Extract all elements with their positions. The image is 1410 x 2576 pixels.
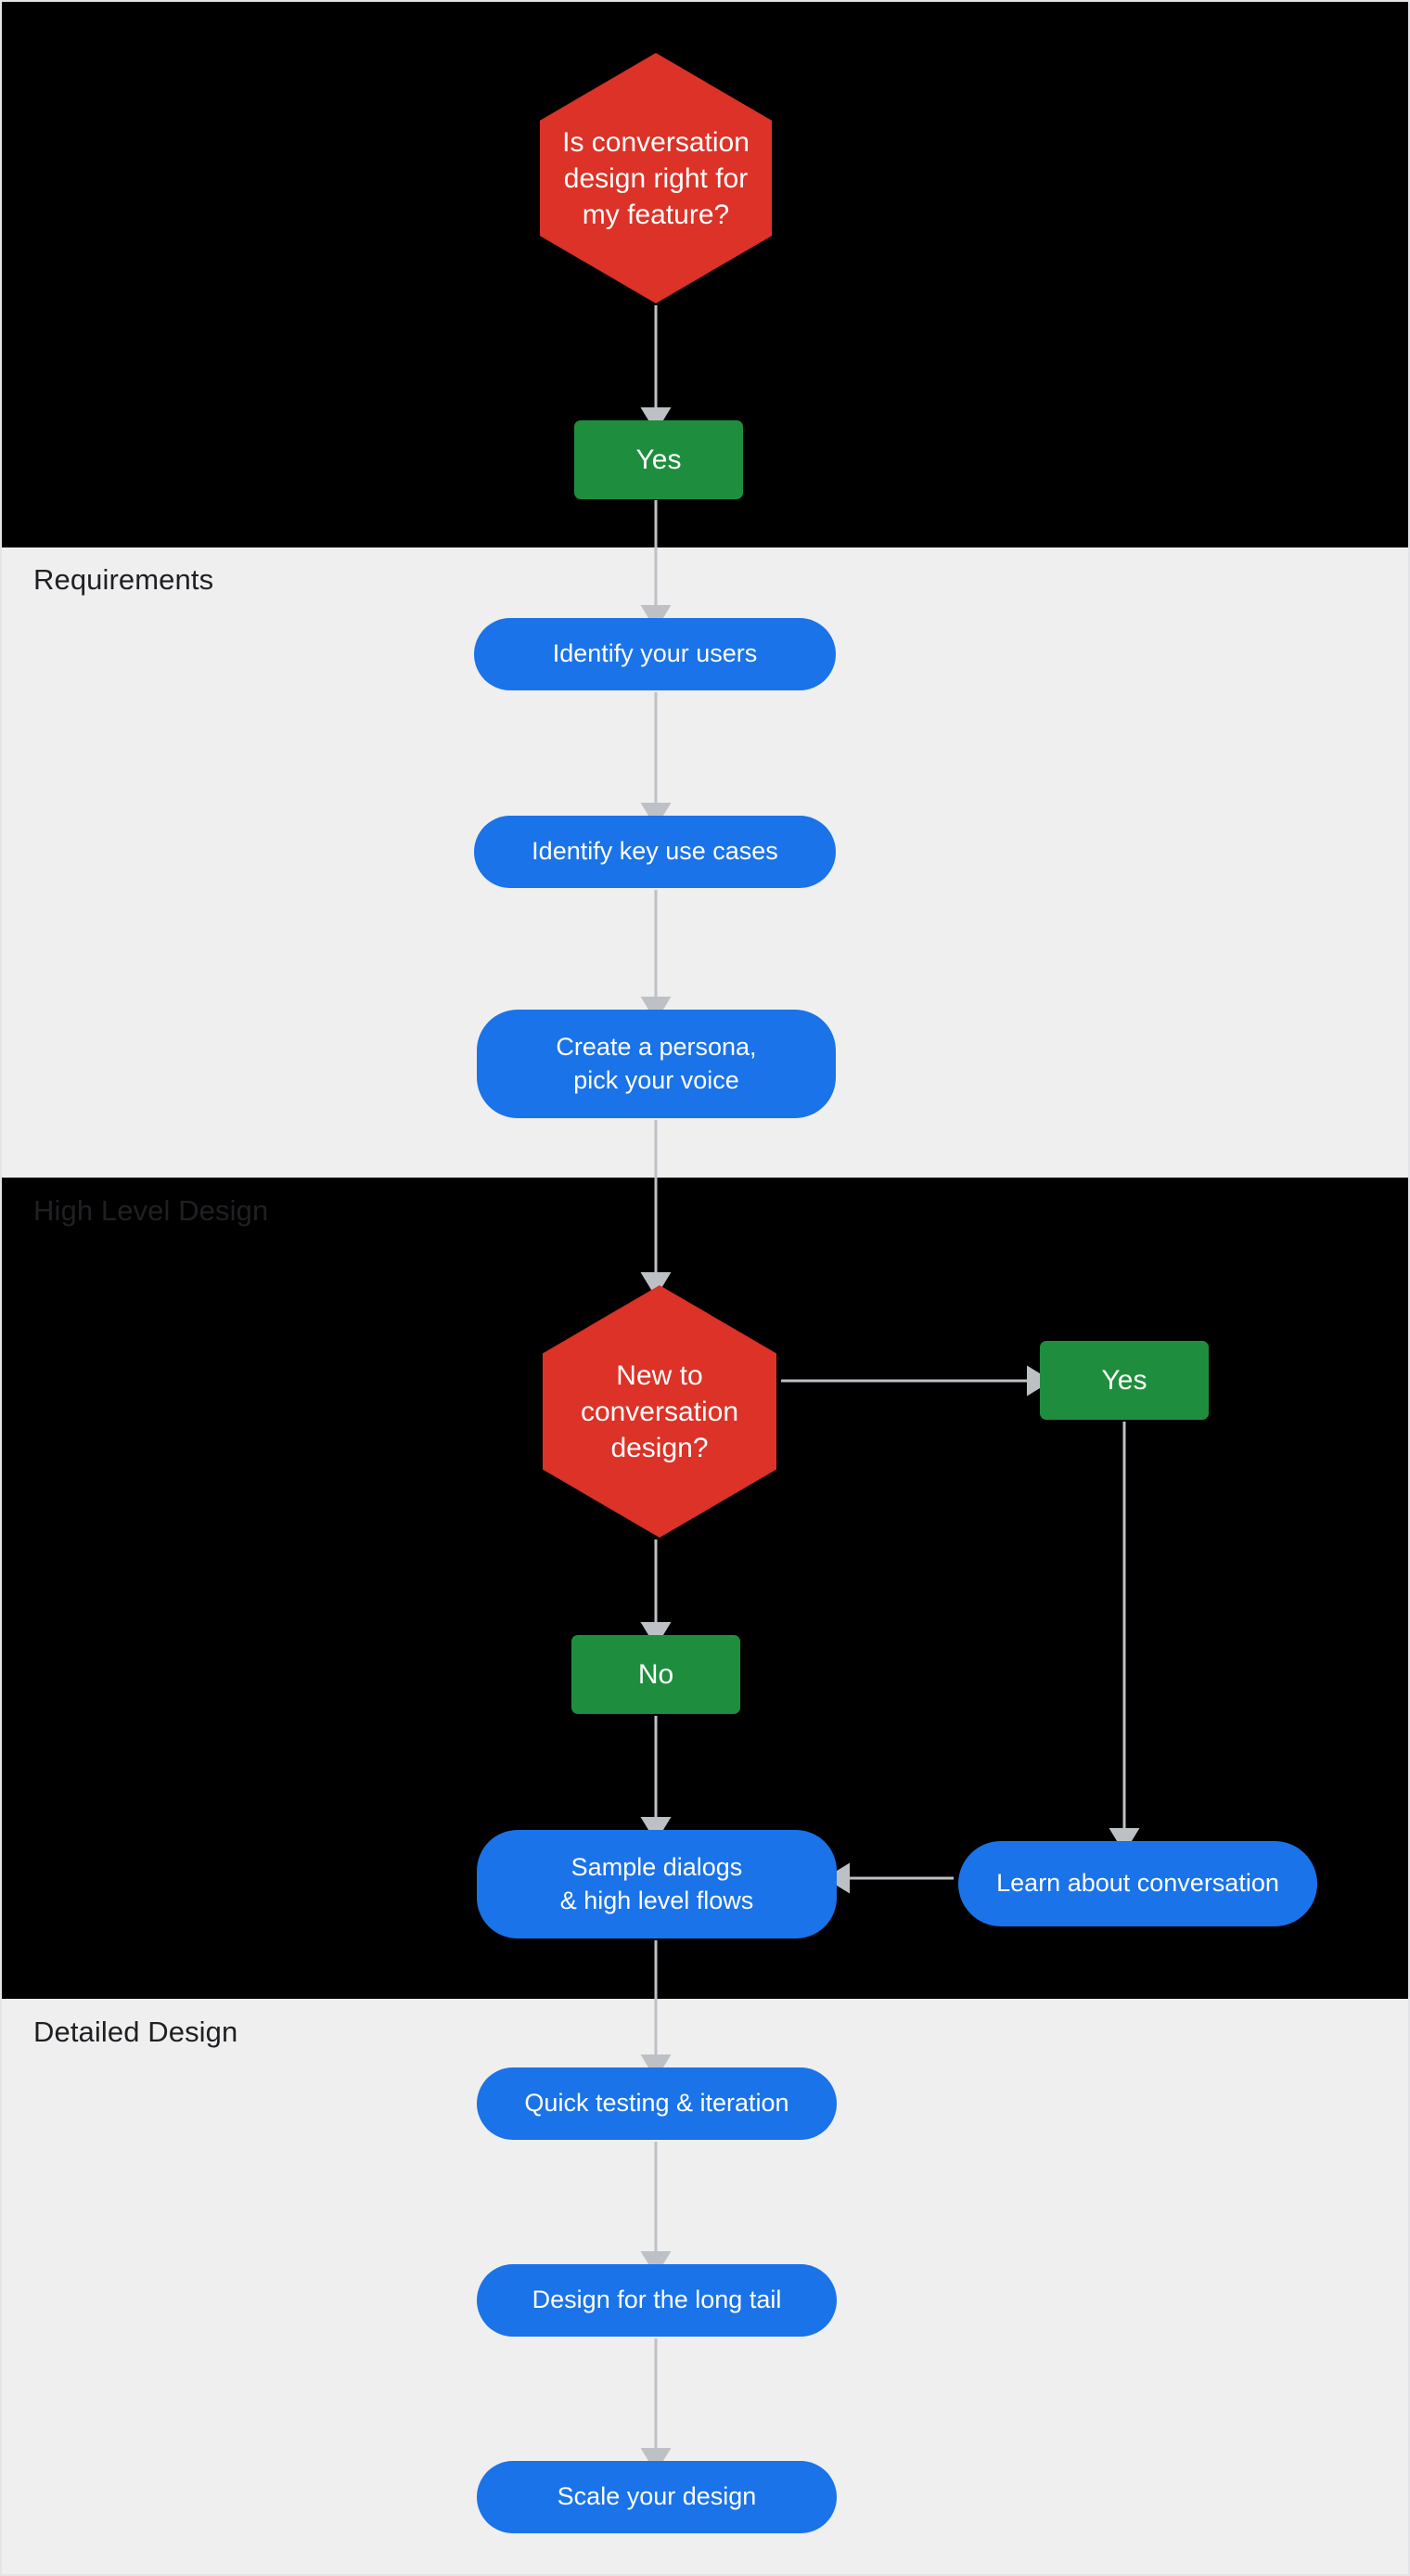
- section-label-detailed-design: Detailed Design: [33, 2016, 238, 2048]
- answer-yes-intro[interactable]: Yes: [574, 420, 743, 499]
- step-scale-your-design[interactable]: Scale your design: [477, 2461, 837, 2533]
- step-identify-key-use-cases[interactable]: Identify key use cases: [474, 816, 836, 888]
- answer-no-high-level[interactable]: No: [571, 1635, 740, 1714]
- step-learn-about-conversation[interactable]: Learn about conversation: [958, 1841, 1317, 1926]
- step-create-a-persona-pick-your-voice[interactable]: Create a persona, pick your voice: [477, 1010, 836, 1118]
- step-sample-dialogs-and-high-level-flows[interactable]: Sample dialogs & high level flows: [477, 1830, 837, 1938]
- step-identify-your-users[interactable]: Identify your users: [474, 618, 836, 690]
- section-label-requirements: Requirements: [33, 563, 214, 596]
- section-label-high-level-design: High Level Design: [33, 1194, 269, 1227]
- step-quick-testing-and-iteration[interactable]: Quick testing & iteration: [477, 2067, 837, 2140]
- step-design-for-the-long-tail[interactable]: Design for the long tail: [477, 2264, 837, 2337]
- answer-yes-high-level[interactable]: Yes: [1040, 1341, 1209, 1420]
